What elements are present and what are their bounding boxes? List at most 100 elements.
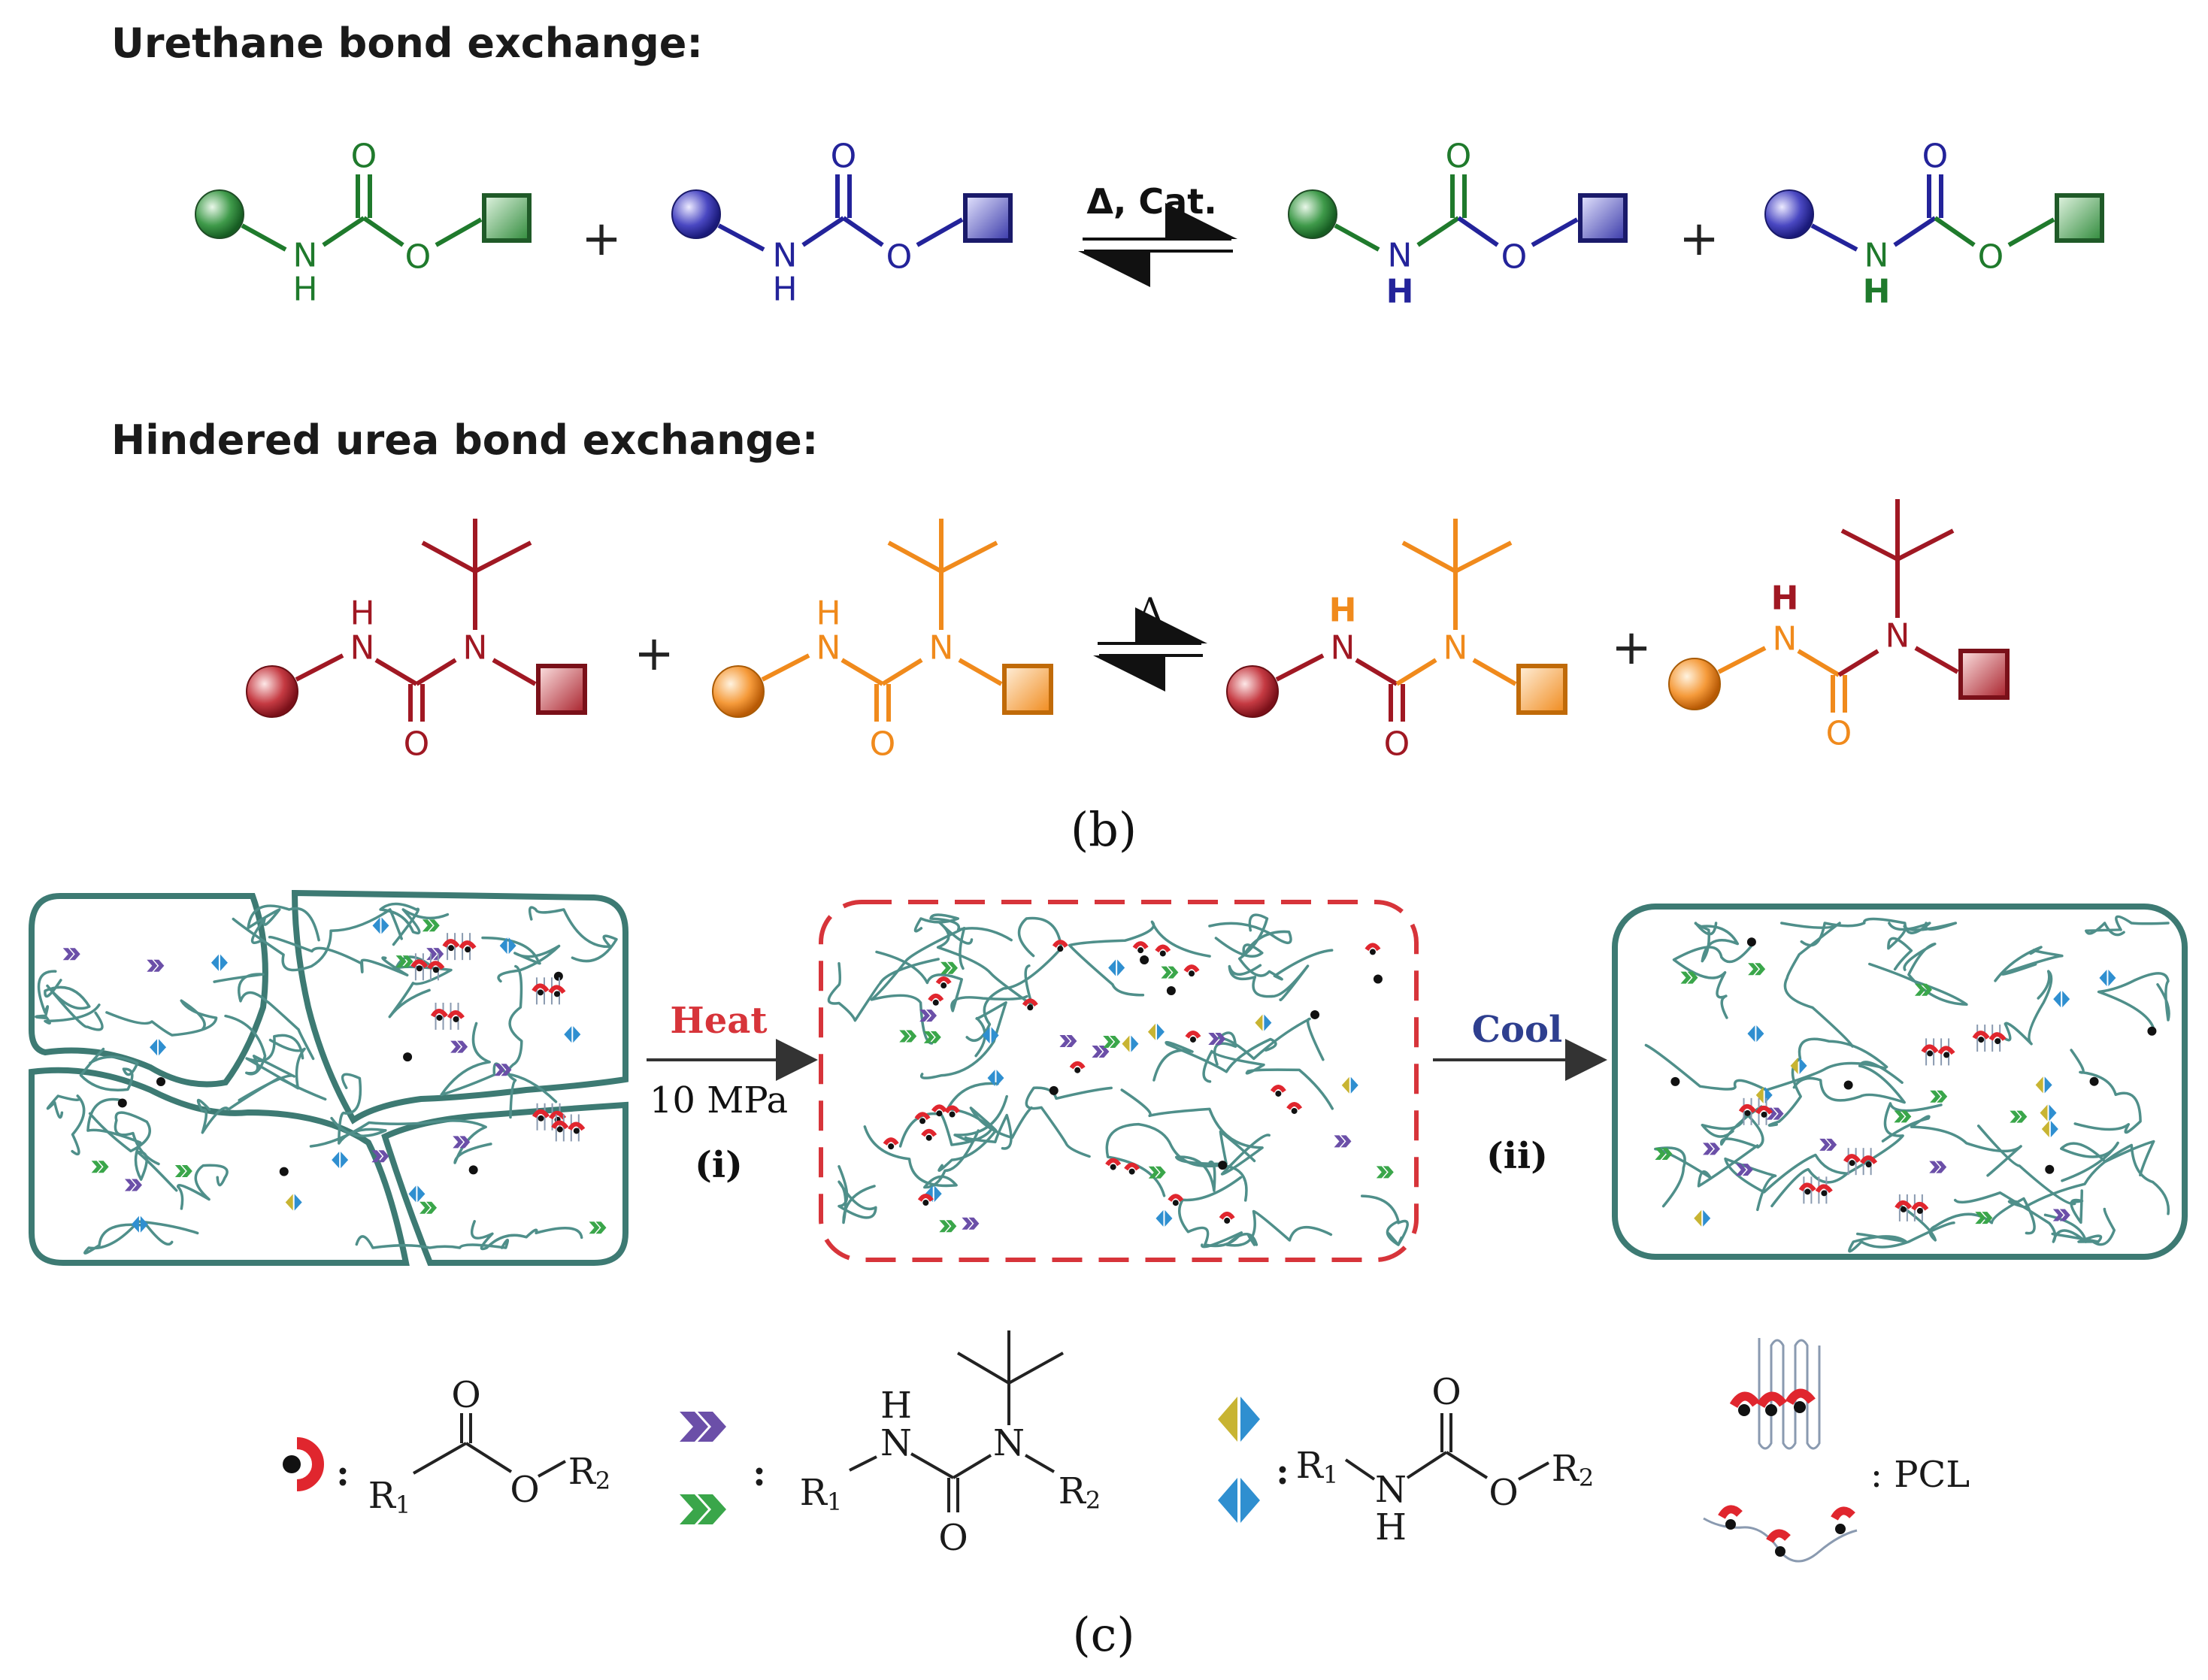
urethane-molecule-1: N H O O: [195, 138, 532, 309]
pcl-bead-icon: [1124, 1162, 1140, 1175]
atom-h: H: [1329, 592, 1357, 630]
blue-diamond-icon: [1240, 1478, 1260, 1523]
red-ball-icon: [1226, 665, 1279, 718]
atom-o: O: [351, 138, 377, 176]
atom-n: N: [463, 629, 488, 667]
atom-o: O: [938, 1517, 968, 1559]
legend: : R1 O O R2 : R1 H N O N: [283, 1330, 1970, 1563]
diamond-icon: [2108, 969, 2116, 986]
urea-product-2: H N O N: [1668, 499, 2010, 753]
legend-colon: :: [336, 1452, 350, 1494]
reaction-condition-2: Δ: [1137, 590, 1162, 631]
chevron-icon: [1376, 1166, 1394, 1179]
pcl-chain-icon: [1703, 1505, 1858, 1563]
atom-r: R2: [568, 1451, 611, 1495]
chevron-icon: [419, 1201, 438, 1214]
pcl-crystal-icon: [442, 933, 477, 961]
diamond-icon: [2044, 1076, 2052, 1094]
fragment-bottom-right: [381, 1101, 628, 1266]
diamond-icon: [285, 1194, 293, 1211]
atom-o: O: [1384, 725, 1410, 764]
plus-sign: +: [634, 626, 674, 682]
diamond-icon: [131, 1215, 139, 1233]
pcl-bead-icon: [917, 1194, 934, 1206]
diamond-icon: [1790, 1057, 1798, 1074]
step-i-label: (i): [695, 1144, 743, 1186]
green-ball-icon: [1288, 189, 1337, 239]
chevron-icon: [899, 1030, 917, 1043]
chevron-icon: [1748, 963, 1766, 976]
chevron-icon: [62, 948, 80, 961]
green-ball-icon: [195, 189, 244, 239]
chain-end-dot: [468, 1165, 478, 1175]
diamond-icon: [1108, 959, 1116, 976]
pcl-bead-icon: [1286, 1101, 1303, 1114]
chevron-icon: [1894, 1110, 1912, 1123]
diamond-icon: [1255, 1014, 1263, 1031]
chevron-icon: [940, 961, 959, 974]
atom-n: N: [293, 237, 318, 275]
urethane-heading: Urethane bond exchange:: [111, 20, 703, 67]
blue-ball-icon: [1764, 189, 1814, 239]
diamond-icon: [1165, 1209, 1173, 1227]
chevron-icon: [422, 919, 440, 932]
chain-end-dot: [2045, 1164, 2055, 1174]
urethane-product-2: N H O O: [1764, 138, 2104, 311]
blue-ball-icon: [671, 189, 721, 239]
diamond-icon: [381, 917, 389, 934]
ester-legend: : R1 O O R2: [283, 1374, 610, 1519]
diamond-icon: [1131, 1035, 1139, 1052]
diamond-icon: [2049, 1104, 2057, 1122]
atom-o: O: [1922, 138, 1949, 176]
atom-o: O: [1501, 238, 1528, 277]
pcl-bead-icon: [914, 1112, 931, 1125]
pcl-bead-icon: [1052, 940, 1068, 952]
pcl-crystal-icon: [1843, 1148, 1878, 1176]
diamond-icon: [2053, 991, 2061, 1008]
urea-heading: Hindered urea bond exchange:: [111, 416, 818, 464]
pcl-bead-icon: [1364, 943, 1381, 955]
atom-h: H: [1386, 273, 1414, 311]
pcl-crystal-icon: [1729, 1338, 1821, 1450]
blue-square-icon: [963, 193, 1013, 243]
diamond-icon: [2040, 1104, 2048, 1122]
diamond-icon: [140, 1215, 148, 1233]
diamond-icon: [332, 1152, 340, 1169]
chevron-icon: [1735, 1164, 1753, 1176]
heat-label: Heat: [670, 1000, 767, 1042]
reformed-network: [1612, 904, 2188, 1260]
red-square-icon: [536, 664, 587, 715]
diamond-icon: [2050, 1120, 2058, 1137]
atom-o: O: [451, 1374, 480, 1416]
chain-end-dot: [1140, 955, 1149, 965]
chain-end-dot: [117, 1098, 127, 1108]
chevron-icon: [919, 1010, 937, 1022]
diamond-icon: [508, 937, 516, 955]
urea-molecule-1: H N O N: [246, 519, 587, 764]
pcl-bead-icon: [944, 1105, 961, 1118]
chain-end-dot: [1670, 1076, 1680, 1086]
chevron-icon: [962, 1217, 980, 1230]
diamond-icon: [499, 937, 507, 955]
diamond-icon: [150, 1039, 158, 1056]
pcl-crystal-icon: [1798, 1176, 1833, 1204]
pcl-crystal-icon: [1895, 1194, 1929, 1221]
chevron-icon: [371, 1150, 389, 1163]
atom-n: N: [350, 629, 375, 667]
atom-o: O: [404, 725, 430, 764]
diamond-icon: [1156, 1023, 1165, 1040]
chain-end-dot: [403, 1052, 413, 1062]
diamond-icon: [2062, 991, 2070, 1008]
diamond-icon: [2099, 969, 2107, 986]
fragment-top-left: [29, 893, 268, 1088]
atom-r: R2: [1552, 1448, 1595, 1492]
diamond-icon: [408, 1185, 416, 1203]
atom-n: N: [1864, 237, 1889, 275]
diamond-icon: [1341, 1076, 1349, 1094]
diamond-icon: [1350, 1076, 1358, 1094]
chain-end-dot: [1310, 1010, 1320, 1019]
diamond-icon: [991, 1027, 999, 1044]
diamond-icon: [564, 1026, 572, 1043]
diamond-icon: [1799, 1057, 1807, 1074]
